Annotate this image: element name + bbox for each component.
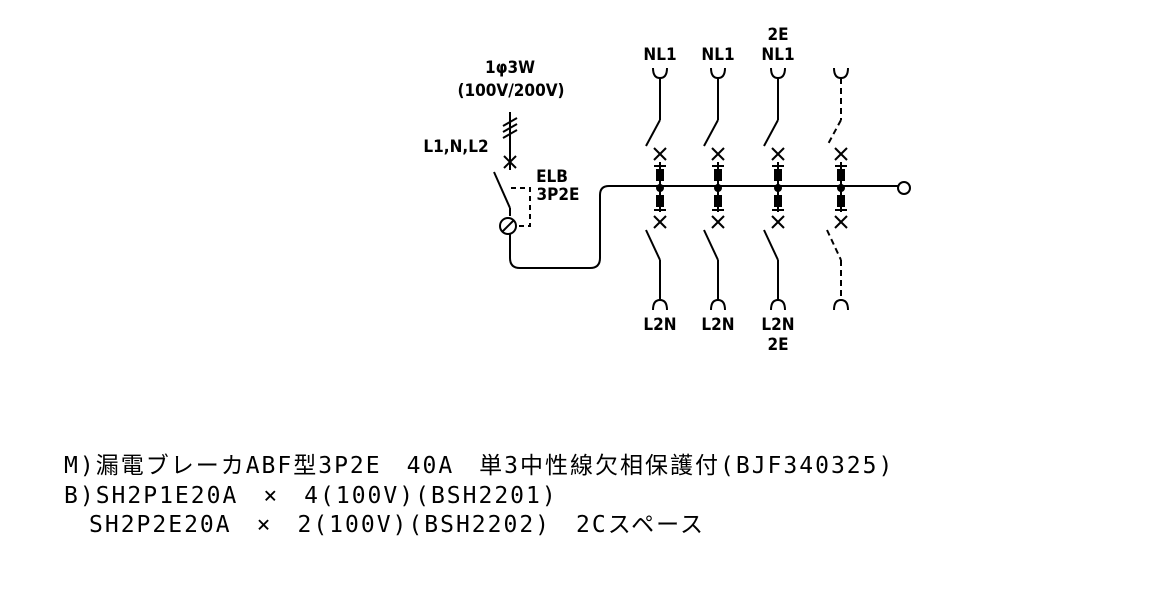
supply-line-label: L1,N,L2 bbox=[423, 137, 488, 157]
branch-circuit-3 bbox=[763, 67, 786, 311]
branch-1-bottom-label: L2N bbox=[643, 315, 676, 335]
main-breaker-poles: 3P2E bbox=[537, 185, 580, 205]
branch-3-top-extra-label: 2E bbox=[767, 25, 788, 45]
main-breaker-symbol bbox=[493, 171, 898, 269]
branch-circuit-1 bbox=[645, 67, 668, 311]
spec-line-main-breaker: M)漏電ブレーカABF型3P2E 40A 単3中性線欠相保護付(BJF34032… bbox=[64, 453, 895, 479]
branch-2-bottom-label: L2N bbox=[701, 315, 734, 335]
supply-line bbox=[502, 112, 518, 170]
supply-phase-label: 1φ3W bbox=[485, 58, 535, 78]
spec-line-branch-breakers-1: B)SH2P1E20A × 4(100V)(BSH2201) bbox=[64, 483, 558, 509]
branch-3-bottom-label: L2N bbox=[761, 315, 794, 335]
branch-1-top-label: NL1 bbox=[643, 45, 676, 65]
supply-voltage-label: (100V/200V) bbox=[457, 81, 564, 101]
branch-3-bottom-extra-label: 2E bbox=[767, 335, 788, 355]
branch-circuit-spare bbox=[826, 67, 849, 311]
main-breaker-name: ELB bbox=[536, 167, 568, 187]
branch-2-top-label: NL1 bbox=[701, 45, 734, 65]
spec-line-branch-breakers-2: SH2P2E20A × 2(100V)(BSH2202) 2Cスペース bbox=[64, 512, 705, 538]
branch-3-top-label: NL1 bbox=[761, 45, 794, 65]
branch-circuit-2 bbox=[703, 67, 726, 311]
bus-terminal bbox=[897, 181, 911, 195]
